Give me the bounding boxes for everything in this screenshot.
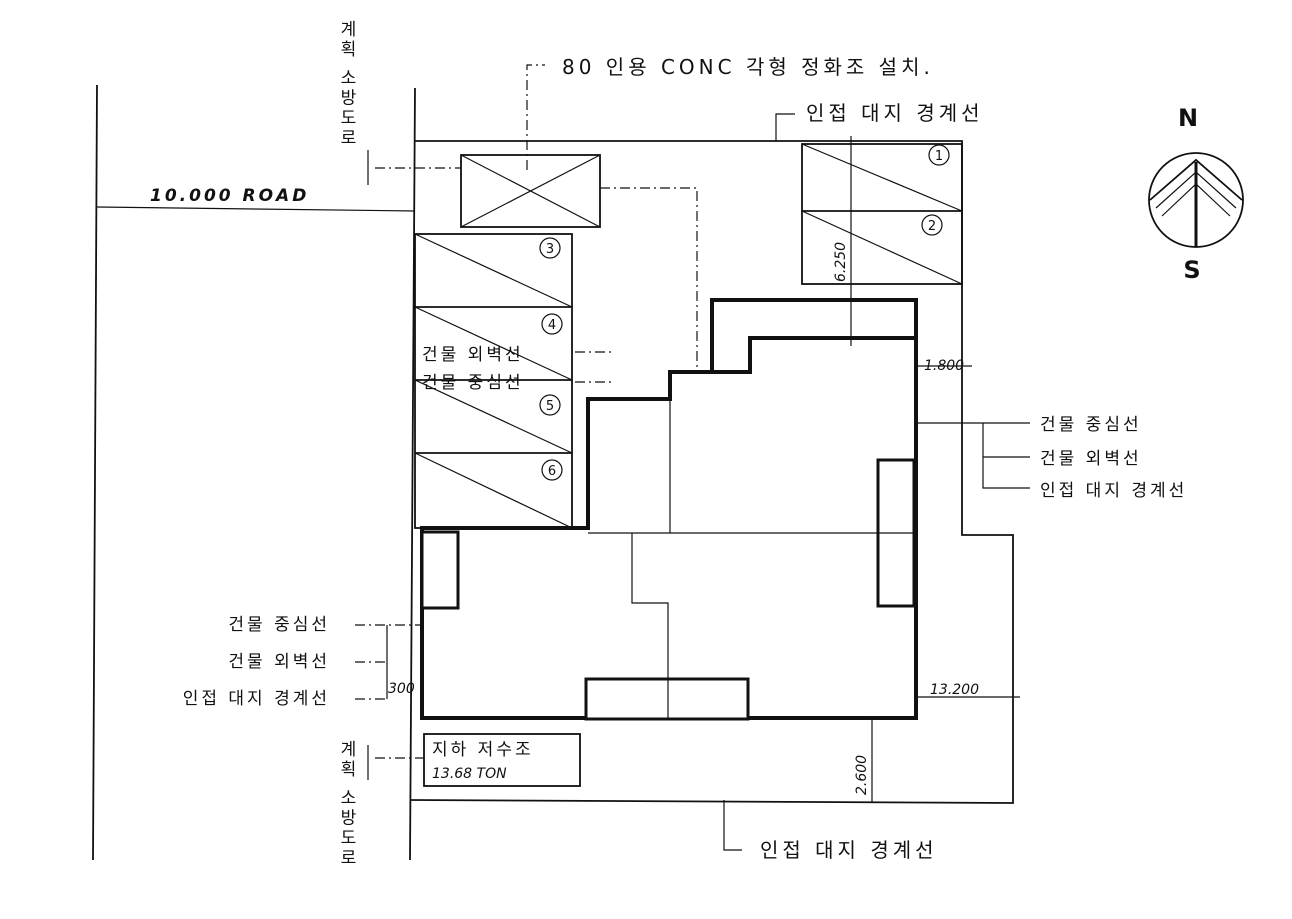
bottom-right-dim-label: 13.200: [930, 682, 979, 698]
road-edge-right: [409, 87, 416, 861]
left-group-label-2: 건물 외벽선: [228, 652, 330, 672]
building-step-line: [670, 336, 916, 374]
svg-text:1: 1: [935, 149, 943, 164]
boundary-bottom-label: 인접 대지 경계선: [760, 838, 938, 862]
parking-diag-5: [414, 379, 573, 454]
parking-number-3: 3: [539, 237, 561, 259]
right-group-label-1: 건물 중심선: [1040, 415, 1142, 435]
boundary-top-leader: [775, 113, 795, 141]
septic-tank-label: 80 인용 CONC 각형 정화조 설치.: [562, 55, 934, 79]
septic-tank-pipe: [600, 187, 698, 372]
right-group-label-2: 건물 외벽선: [1040, 449, 1142, 469]
parking-diag-3: [414, 233, 573, 308]
septic-tank: [460, 154, 601, 228]
septic-tank-leader: [526, 64, 545, 170]
svg-text:6: 6: [548, 464, 556, 479]
parking-number-4: 4: [541, 313, 563, 335]
road-edge-left: [92, 84, 98, 861]
water-tank-title: 지하 저수조: [432, 740, 534, 760]
right-setback-dim-label: 1.800: [924, 358, 964, 374]
compass-north: N: [1178, 104, 1198, 132]
parking-number-2: 2: [921, 214, 943, 236]
parking-depth-dim: 6.250: [833, 242, 849, 282]
svg-text:3: 3: [546, 242, 554, 257]
parking-area-left: [414, 233, 573, 529]
site-boundary: [409, 140, 1014, 804]
building-outer-wall-label: 건물 외벽선: [422, 345, 524, 365]
parking-diag-6: [414, 452, 573, 529]
svg-text:4: 4: [548, 318, 556, 333]
svg-text:5: 5: [546, 399, 554, 414]
road-top-vertical-label: 계획 소방도로: [336, 20, 356, 148]
compass-south: S: [1183, 256, 1200, 284]
north-arrow-icon: [1148, 152, 1244, 248]
road-label: 10.000 ROAD: [150, 186, 309, 206]
left-setback-dim-label: 300: [388, 681, 415, 697]
parking-diag-1: [801, 143, 963, 212]
parking-number-6: 6: [541, 459, 563, 481]
building-notch-bottom: [584, 677, 750, 721]
water-tank-box: [423, 733, 581, 787]
svg-text:2: 2: [928, 219, 936, 234]
road-bottom-vertical-label: 계획 소방도로: [336, 740, 356, 868]
left-group-label-1: 건물 중심선: [228, 615, 330, 635]
building-center-line-label: 건물 중심선: [422, 373, 524, 393]
parking-number-5: 5: [539, 394, 561, 416]
parking-number-1: 1: [928, 144, 950, 166]
septic-tank-cross-2: [460, 154, 601, 228]
building-notch-left: [420, 530, 460, 610]
parking-diag-2: [801, 210, 963, 285]
left-group-label-3: 인접 대지 경계선: [183, 689, 330, 709]
boundary-bottom-leader: [723, 800, 742, 851]
parking-area-right: [801, 143, 963, 285]
right-group-label-3: 인접 대지 경계선: [1040, 481, 1187, 501]
right-group-bracket: [982, 423, 1030, 489]
building-interior-line-2: [631, 533, 669, 718]
road-width-dimension: [96, 206, 416, 212]
boundary-top-label: 인접 대지 경계선: [806, 101, 984, 125]
parking-diag-4: [414, 306, 573, 381]
bottom-setback-dim-label: 2.600: [854, 755, 870, 795]
water-tank-capacity: 13.68 TON: [432, 766, 507, 782]
